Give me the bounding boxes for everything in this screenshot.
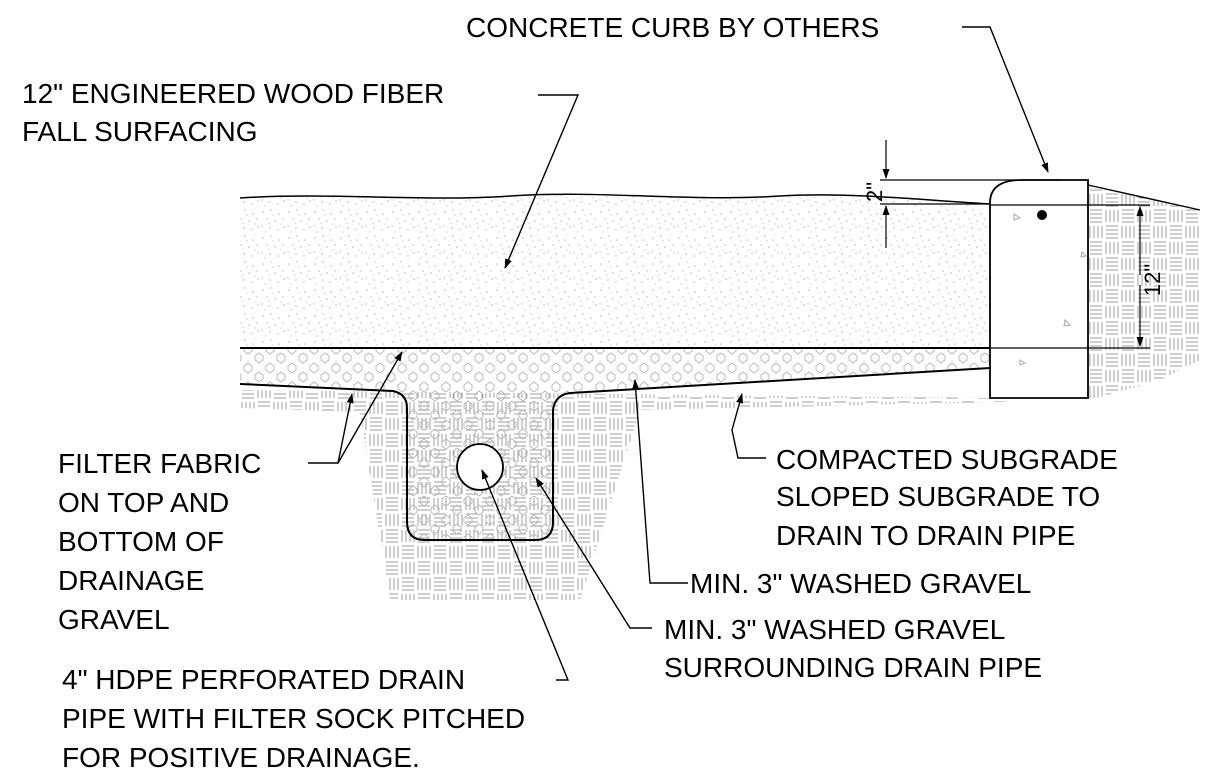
dimension-12in [1088, 204, 1150, 349]
leader-drain-pipe [481, 469, 570, 681]
curb-rebar [1037, 210, 1047, 220]
drainage-gravel-layer [240, 348, 990, 540]
label-subgrade-line2: SLOPED SUBGRADE TO [776, 481, 1100, 512]
wood-fiber-surfacing [240, 194, 990, 348]
label-filter-fabric-line4: DRAINAGE [58, 565, 204, 596]
label-drain-pipe-line2: PIPE WITH FILTER SOCK PITCHED [62, 703, 525, 734]
surfacing-top-line [239, 193, 991, 205]
filter-fabric-bottom [239, 367, 991, 541]
label-filter-fabric-line1: FILTER FABRIC [58, 448, 261, 479]
dimension-12in-text: 12" [1140, 264, 1165, 296]
leader-curb [962, 26, 1049, 173]
label-gravel-pipe-line1: MIN. 3" WASHED GRAVEL [664, 614, 1005, 645]
label-filter-fabric-line3: BOTTOM OF [58, 526, 224, 557]
label-drain-pipe-line1: 4" HDPE PERFORATED DRAIN [62, 664, 465, 695]
label-drain-pipe-line3: FOR POSITIVE DRAINAGE. [62, 742, 420, 773]
finished-grade-beyond [1087, 184, 1201, 211]
label-washed-gravel: MIN. 3" WASHED GRAVEL [690, 568, 1031, 599]
label-subgrade-line3: DRAIN TO DRAIN PIPE [776, 520, 1075, 551]
leader-filter-fabric-bottom [337, 393, 354, 464]
label-wood-fiber-line2: FALL SURFACING [22, 116, 257, 147]
label-concrete-curb: CONCRETE CURB BY OTHERS [466, 12, 879, 43]
dimension-2in [880, 140, 1060, 248]
dimension-2in-text: 2" [862, 182, 887, 202]
label-filter-fabric-line5: GRAVEL [58, 604, 170, 635]
leader-gravel [632, 379, 688, 584]
label-wood-fiber-line1: 12" ENGINEERED WOOD FIBER [22, 78, 444, 109]
label-subgrade-line1: COMPACTED SUBGRADE [776, 444, 1118, 475]
concrete-curb [989, 179, 1089, 399]
curb-concrete-aggregate [1013, 213, 1088, 366]
label-gravel-pipe-line2: SURROUNDING DRAIN PIPE [664, 652, 1042, 683]
label-filter-fabric-line2: ON TOP AND [58, 487, 229, 518]
leader-wood-fiber [504, 94, 580, 269]
drain-pipe [456, 443, 504, 491]
leader-gravel-pipe [535, 477, 652, 629]
leader-subgrade [731, 393, 766, 459]
